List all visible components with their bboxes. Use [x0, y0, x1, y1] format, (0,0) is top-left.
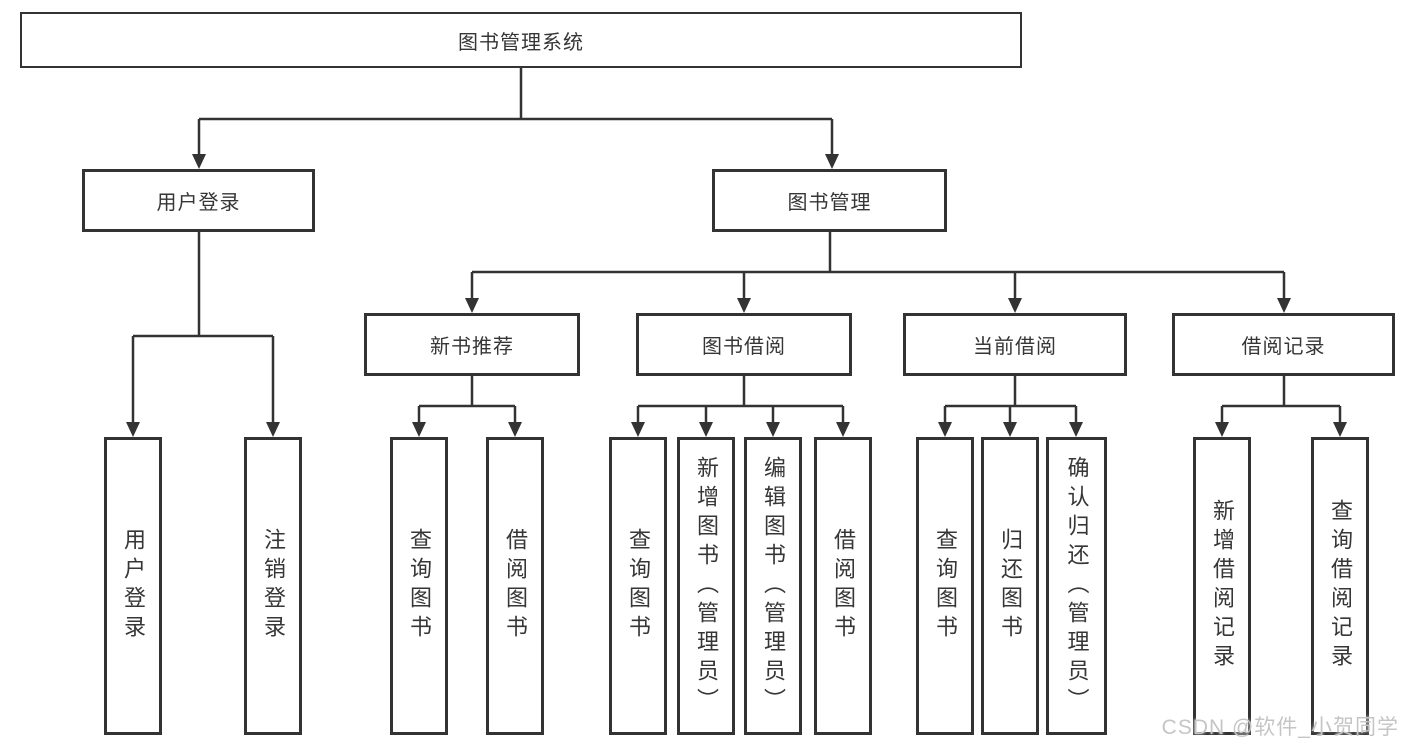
leaf-query-books-current: 查询图书 [916, 437, 974, 735]
node-current-borrow: 当前借阅 [903, 313, 1127, 376]
arrowhead [836, 422, 850, 437]
csdn-watermark: CSDN @软件_小贺同学 [1161, 716, 1399, 739]
connector-user-login-to-leaves [131, 232, 275, 424]
node-label: 用户登录 [121, 528, 146, 644]
arrowhead [126, 422, 140, 437]
node-label: 新增借阅记录 [1210, 499, 1235, 673]
arrowhead [508, 422, 522, 437]
node-label: 图书管理 [787, 192, 872, 214]
arrowhead [1069, 422, 1083, 437]
leaf-user-login: 用户登录 [104, 437, 162, 735]
node-label: 归还图书 [998, 528, 1023, 644]
node-book-management: 图书管理 [712, 169, 947, 232]
leaf-logout: 注销登录 [244, 437, 302, 735]
leaf-confirm-return-admin: 确认归还（管理员） [1046, 437, 1107, 735]
arrowhead [1215, 422, 1229, 437]
node-label: 图书管理系统 [458, 31, 584, 54]
node-label: 查询图书 [626, 528, 651, 644]
node-new-book-recommend: 新书推荐 [364, 313, 580, 376]
arrowhead [266, 422, 280, 437]
node-borrow-records: 借阅记录 [1172, 313, 1395, 376]
arrowhead [938, 422, 952, 437]
node-label: 新增图书（管理员） [694, 455, 719, 717]
node-label: 查询图书 [407, 528, 432, 644]
arrowhead [1333, 422, 1347, 437]
arrowhead [465, 298, 479, 313]
node-label: 当前借阅 [973, 336, 1057, 358]
leaf-add-book-admin: 新增图书（管理员） [677, 437, 735, 735]
leaf-borrow-books: 借阅图书 [814, 437, 872, 735]
node-label: 注销登录 [261, 528, 286, 644]
node-label: 编辑图书（管理员） [761, 455, 786, 717]
arrowhead [1003, 422, 1017, 437]
arrowhead [412, 422, 426, 437]
arrowhead [737, 298, 751, 313]
leaf-query-borrow-record: 查询借阅记录 [1311, 437, 1369, 735]
node-label: 图书借阅 [702, 336, 786, 358]
node-user-login: 用户登录 [82, 169, 315, 232]
node-label: 新书推荐 [430, 336, 514, 358]
arrowhead [699, 422, 713, 437]
node-book-borrow: 图书借阅 [636, 313, 852, 376]
arrowhead [192, 154, 206, 169]
leaf-edit-book-admin: 编辑图书（管理员） [744, 437, 802, 735]
connector-current-borrow-to-leaves [943, 376, 1078, 424]
node-label: 查询图书 [933, 528, 958, 644]
node-label: 用户登录 [156, 192, 241, 214]
arrowhead [766, 422, 780, 437]
node-label: 确认归还（管理员） [1064, 455, 1090, 717]
leaf-query-books-borrow: 查询图书 [609, 437, 667, 735]
node-label: 借阅图书 [831, 528, 856, 644]
leaf-borrow-books-recommend: 借阅图书 [486, 437, 544, 735]
arrowhead [1008, 298, 1022, 313]
node-library-system: 图书管理系统 [20, 12, 1022, 68]
leaf-add-borrow-record: 新增借阅记录 [1193, 437, 1251, 735]
leaf-query-books-recommend: 查询图书 [390, 437, 448, 735]
node-label: 借阅图书 [503, 528, 528, 644]
arrowhead [1277, 298, 1291, 313]
connector-records-to-leaves [1220, 376, 1342, 424]
connector-book-borrow-to-leaves [636, 376, 845, 424]
node-label: 查询借阅记录 [1328, 499, 1353, 673]
connector-new-book-to-leaves [417, 376, 517, 424]
arrowhead [631, 422, 645, 437]
arrowhead [825, 154, 839, 169]
connector-book-mgmt-to-level3 [470, 232, 1286, 300]
connector-root-to-level2 [197, 68, 834, 156]
node-label: 借阅记录 [1241, 336, 1326, 358]
leaf-return-book: 归还图书 [981, 437, 1039, 735]
